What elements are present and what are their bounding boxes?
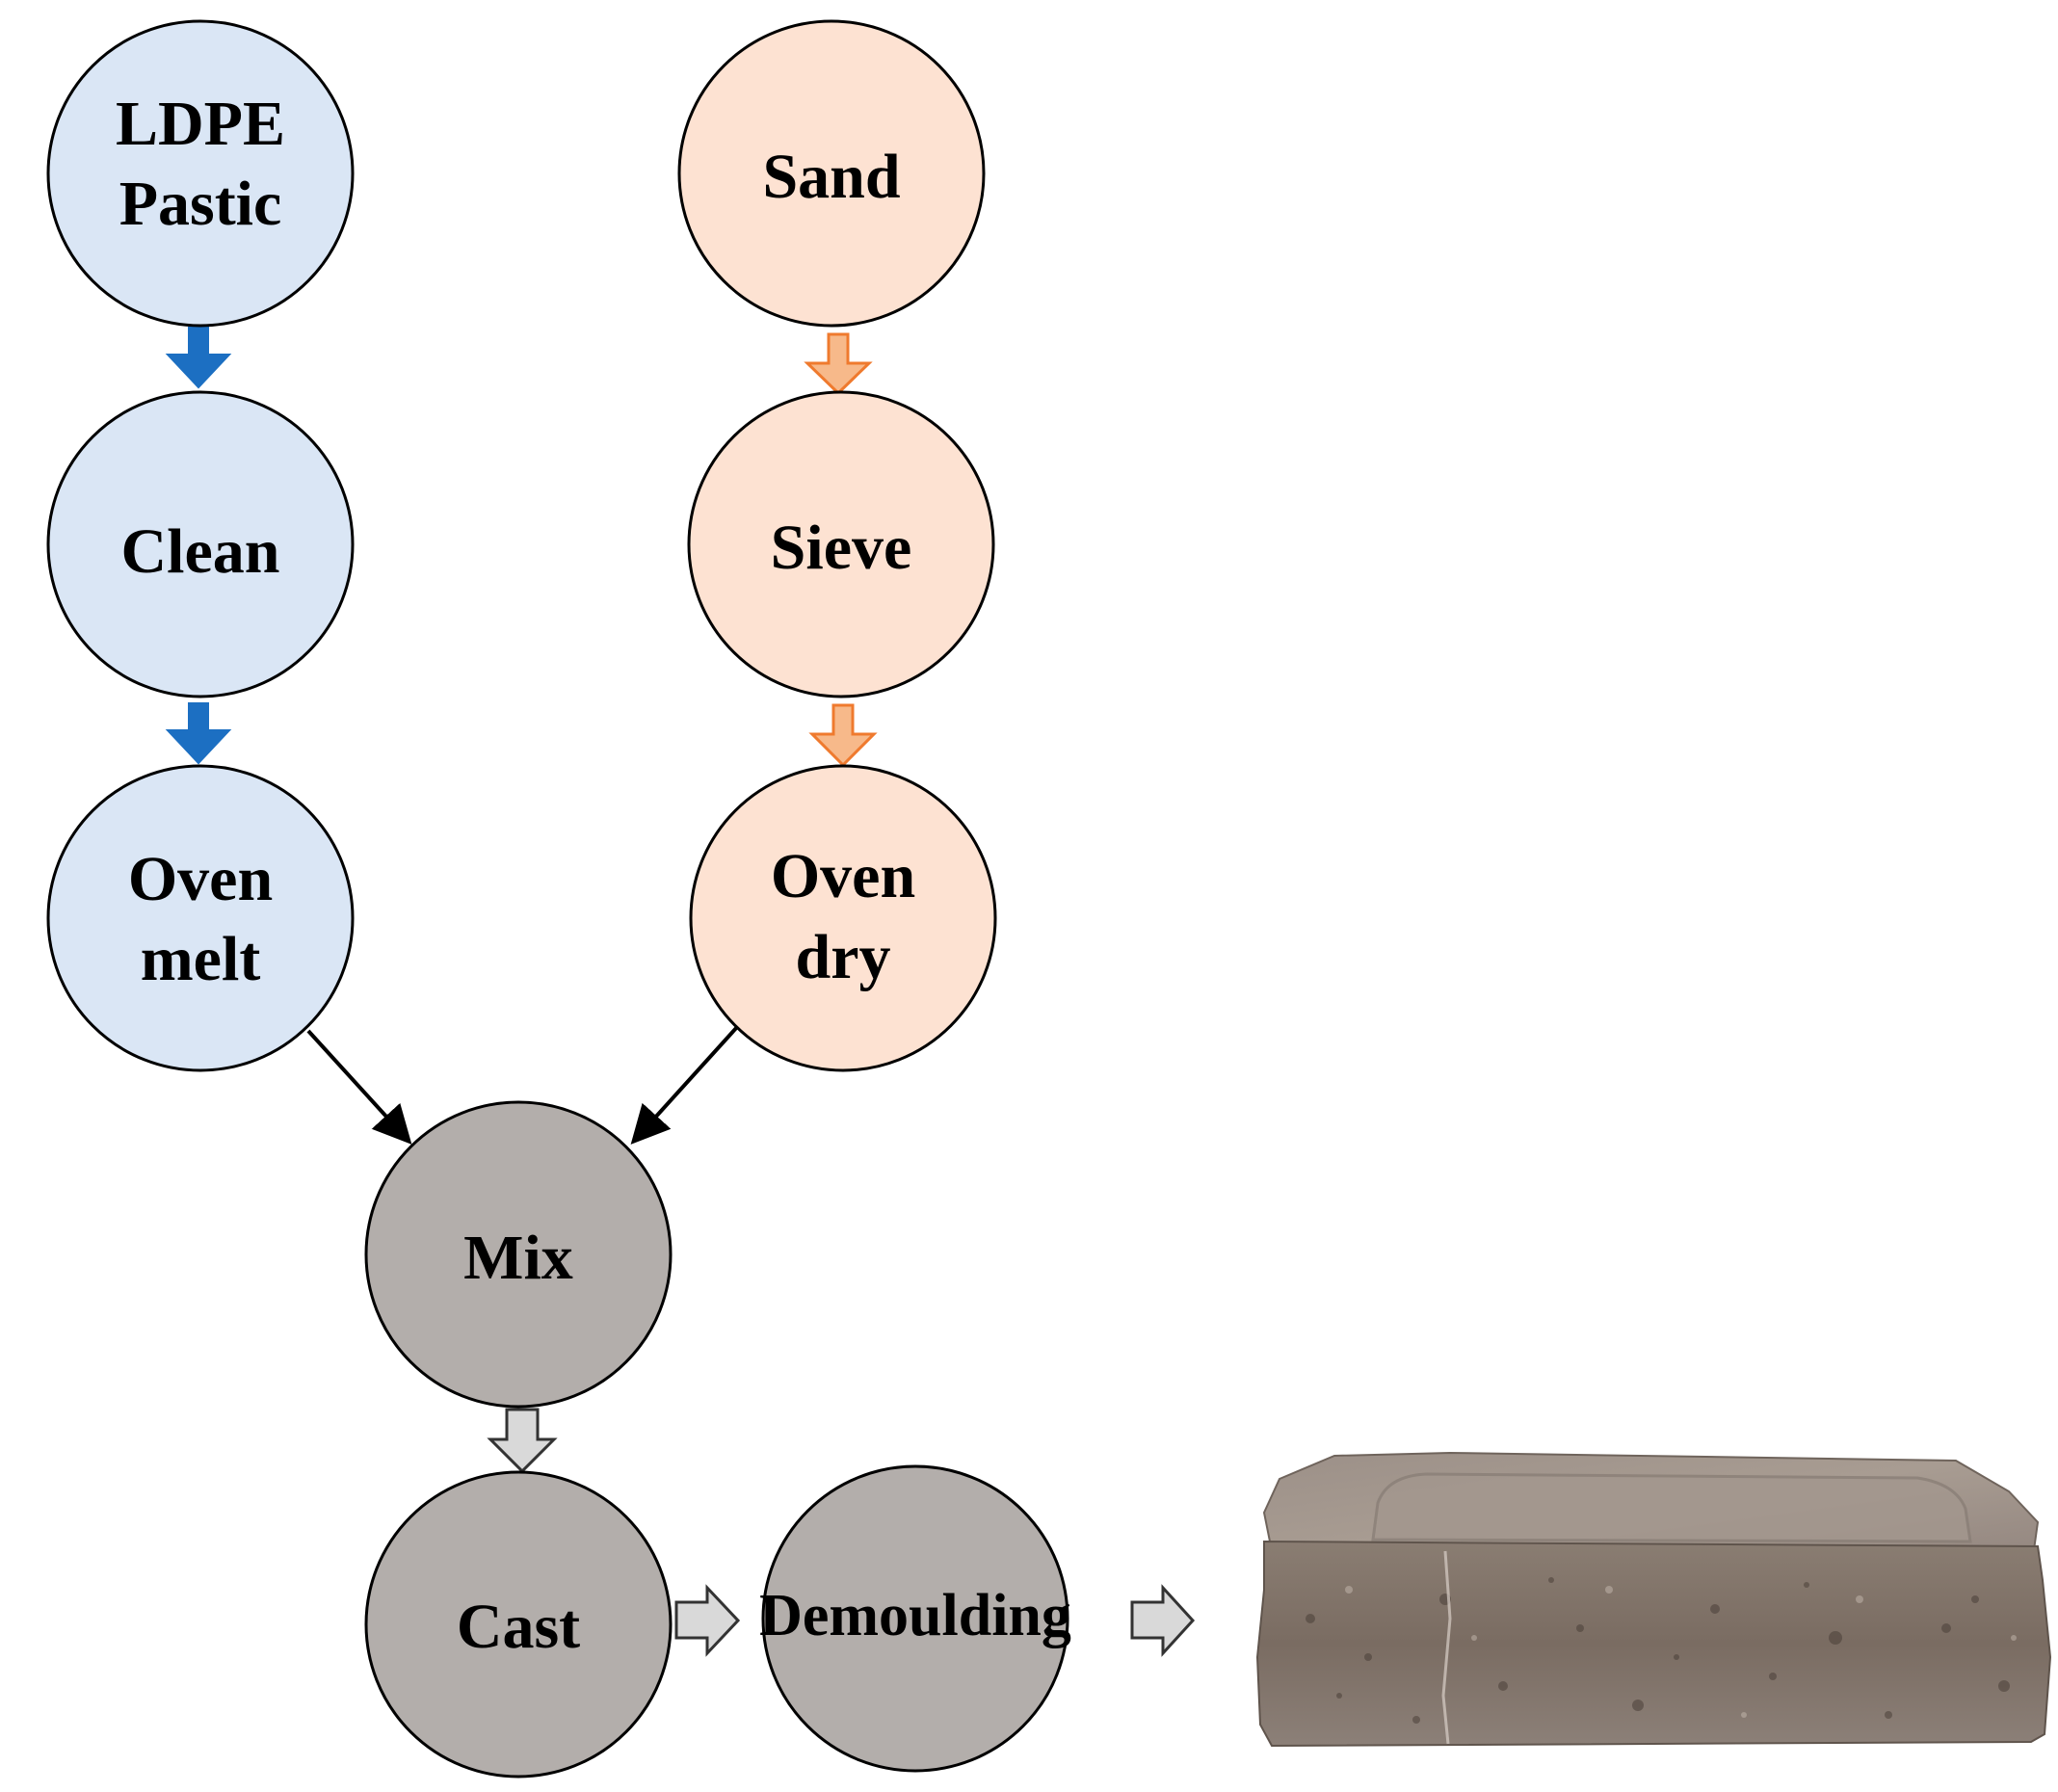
node-sand-label: Sand	[762, 142, 900, 212]
node-oven-dry-label-line1: Oven	[771, 841, 915, 911]
arrow-cast-to-demoulding	[674, 1584, 741, 1657]
node-cast: Cast	[364, 1470, 673, 1779]
arrow-oven-melt-to-mix	[306, 1029, 412, 1145]
node-oven-melt-label-line1: Oven	[128, 844, 273, 914]
arrow-sieve-to-oven-dry	[808, 703, 878, 768]
arrow-clean-to-oven-melt	[165, 702, 232, 765]
node-sieve-label: Sieve	[771, 513, 912, 583]
node-cast-label: Cast	[457, 1592, 580, 1662]
node-demoulding: Demoulding	[759, 1464, 1071, 1773]
node-ldpe-label-line2: Pastic	[119, 169, 282, 239]
brick-image	[1255, 1451, 2052, 1748]
node-clean: Clean	[46, 390, 355, 698]
node-sand: Sand	[677, 19, 986, 328]
node-mix: Mix	[364, 1100, 673, 1409]
node-sieve: Sieve	[687, 390, 995, 698]
node-demoulding-label: Demoulding	[759, 1583, 1071, 1648]
node-mix-label: Mix	[463, 1223, 573, 1293]
node-oven-dry-label-line2: dry	[796, 922, 891, 992]
node-clean-label: Clean	[121, 516, 280, 587]
arrow-oven-dry-to-mix	[630, 1025, 739, 1145]
node-oven-melt-label-line2: melt	[141, 924, 261, 994]
node-oven-melt: Oven melt	[46, 764, 355, 1072]
arrow-ldpe-to-clean	[165, 327, 232, 389]
arrow-demoulding-to-brick	[1130, 1584, 1196, 1657]
edges	[165, 327, 1196, 1657]
node-oven-dry: Oven dry	[689, 764, 997, 1072]
arrow-sand-to-sieve	[804, 332, 873, 396]
arrow-mix-to-cast	[487, 1408, 558, 1474]
nodes: LDPE Pastic Clean Oven melt Sand Sieve O…	[46, 19, 1071, 1779]
node-ldpe-label-line1: LDPE	[116, 89, 285, 159]
node-ldpe-plastic: LDPE Pastic	[46, 19, 355, 328]
